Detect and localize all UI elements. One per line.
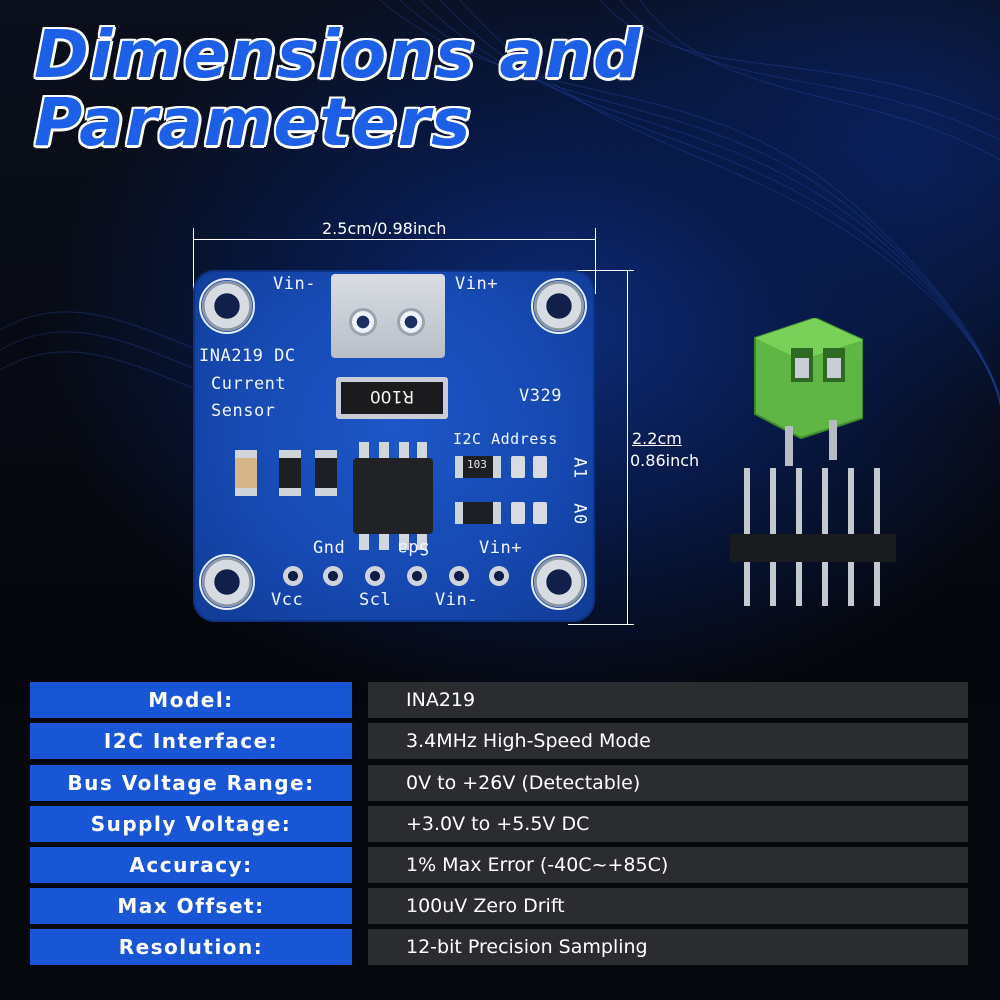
ic-pin — [417, 534, 427, 550]
header-pad-scl — [365, 566, 385, 586]
address-pad — [511, 456, 525, 478]
header-pad-gnd — [323, 566, 343, 586]
silk-scl: Scl — [359, 590, 392, 610]
spec-value: 0V to +26V (Detectable) — [368, 765, 968, 801]
silk-vin-minus-top: Vin- — [273, 274, 316, 294]
screw-terminal-block — [754, 318, 863, 466]
spec-value: 1% Max Error (-40C~+85C) — [368, 847, 968, 883]
screw-terminal-pads — [331, 274, 445, 358]
resistor-1 — [279, 450, 301, 496]
spec-row: Max Offset: 100uV Zero Drift — [30, 888, 968, 924]
ina219-chip — [353, 442, 433, 550]
ic-pin — [379, 442, 389, 458]
header-pad-sda — [407, 566, 427, 586]
mounting-hole-top-left — [199, 278, 255, 334]
silk-a1: A1 — [569, 457, 590, 479]
spec-label: Accuracy: — [30, 847, 352, 883]
spec-label: Supply Voltage: — [30, 806, 352, 842]
spec-row: Bus Voltage Range: 0V to +26V (Detectabl… — [30, 765, 968, 801]
spec-label: I2C Interface: — [30, 723, 352, 759]
capacitor — [235, 450, 257, 496]
resistor-marking: 103 — [467, 458, 487, 471]
spec-value: +3.0V to +5.5V DC — [368, 806, 968, 842]
spec-label: Model: — [30, 682, 352, 718]
header-pad-vin-minus — [449, 566, 469, 586]
spec-label: Resolution: — [30, 929, 352, 965]
silk-sda: Sda — [397, 538, 430, 558]
terminal-pad-hole-right — [397, 308, 425, 336]
width-dimension-label: 2.5cm/0.98inch — [322, 219, 447, 238]
page-title-line1: Dimensions and — [34, 16, 642, 93]
height-dimension-line — [627, 270, 628, 624]
height-dimension-top-tick — [568, 270, 634, 271]
spec-value: 100uV Zero Drift — [368, 888, 968, 924]
address-resistor-a0 — [455, 502, 501, 524]
spec-row: I2C Interface: 3.4MHz High-Speed Mode — [30, 723, 968, 759]
spec-value: 3.4MHz High-Speed Mode — [368, 723, 968, 759]
height-dimension-bottom-tick — [568, 624, 634, 625]
silk-i2c-address: I2C Address — [453, 430, 558, 448]
ic-pin — [399, 534, 409, 550]
silk-vin-plus-top: Vin+ — [455, 274, 498, 294]
silk-vin-minus-bottom: Vin- — [435, 590, 478, 610]
height-dimension-label-cm: 2.2cm — [632, 429, 682, 448]
silk-gnd: Gnd — [313, 538, 346, 558]
height-dimension-label-inch: 0.86inch — [630, 451, 700, 470]
address-pad — [533, 456, 547, 478]
ic-pin — [359, 534, 369, 550]
spec-label: Bus Voltage Range: — [30, 765, 352, 801]
resistor-2 — [315, 450, 337, 496]
ic-pin — [417, 442, 427, 458]
address-pad — [533, 502, 547, 524]
shunt-resistor: R100 — [336, 377, 448, 419]
spec-value: 12-bit Precision Sampling — [368, 929, 968, 965]
address-pad — [511, 502, 525, 524]
silk-board-name-line3: Sensor — [211, 401, 276, 421]
spec-row: Accuracy: 1% Max Error (-40C~+85C) — [30, 847, 968, 883]
header-pad-vcc — [283, 566, 303, 586]
silk-vin-plus-bottom: Vin+ — [479, 538, 522, 558]
spec-value: INA219 — [368, 682, 968, 718]
silk-a0: A0 — [569, 503, 590, 525]
terminal-pad-hole-left — [349, 308, 377, 336]
address-resistor-a1: 103 — [455, 456, 501, 478]
width-dimension-line — [194, 239, 596, 240]
mounting-hole-bottom-right — [531, 554, 587, 610]
spec-row: Resolution: 12-bit Precision Sampling — [30, 929, 968, 965]
ic-pin — [359, 442, 369, 458]
silk-vcc: Vcc — [271, 590, 304, 610]
shunt-marking: R100 — [369, 386, 415, 406]
width-dimension-left-tick — [193, 228, 194, 294]
mounting-hole-bottom-left — [199, 554, 255, 610]
width-dimension-right-tick — [595, 228, 596, 294]
pin-header — [730, 468, 896, 606]
spec-row: Model: INA219 — [30, 682, 968, 718]
ina219-sensor-board: Vin- Vin+ INA219 DC Current Sensor V329 … — [193, 270, 595, 622]
spec-row: Supply Voltage: +3.0V to +5.5V DC — [30, 806, 968, 842]
mounting-hole-top-right — [531, 278, 587, 334]
silk-version: V329 — [519, 386, 562, 406]
silk-board-name-line1: INA219 DC — [199, 346, 296, 366]
ic-pin — [399, 442, 409, 458]
ic-pin — [379, 534, 389, 550]
spec-label: Max Offset: — [30, 888, 352, 924]
silk-board-name-line2: Current — [211, 374, 287, 394]
header-pad-vin-plus — [489, 566, 509, 586]
page-title-line2: Parameters — [34, 84, 472, 161]
